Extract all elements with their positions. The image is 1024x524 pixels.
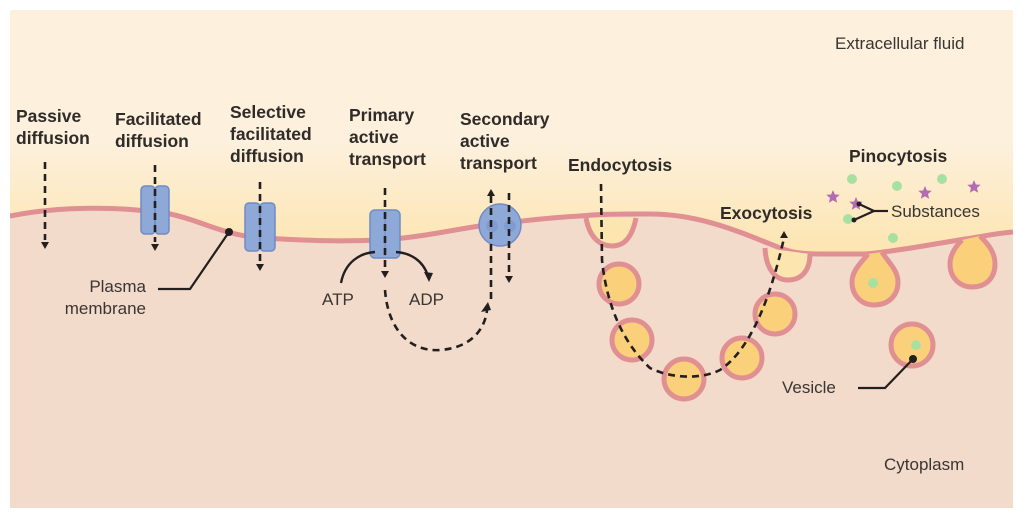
adp-label: ADP (409, 290, 444, 309)
substance-dot (937, 174, 947, 184)
atp-label: ATP (322, 290, 354, 309)
arrowhead-icon (780, 231, 788, 238)
substances-label: Substances (891, 202, 980, 221)
channel-protein-right (259, 202, 276, 252)
vesicle-label: Vesicle (782, 378, 836, 397)
vesicle (719, 335, 765, 381)
pinocytosis-label: Pinocytosis (849, 146, 948, 166)
exocytosis-label: Exocytosis (720, 203, 813, 223)
facilitated-diffusion-label: Facilitated diffusion (115, 109, 202, 151)
vesicle (661, 356, 707, 402)
extracellular-region (10, 10, 1013, 254)
channel-protein-right (154, 185, 170, 235)
cytoplasm-label: Cytoplasm (884, 455, 965, 474)
arrowhead-icon (41, 242, 49, 249)
extracellular-fluid-label: Extracellular fluid (835, 34, 965, 53)
arrowhead-icon (505, 276, 513, 283)
arrowhead-icon (256, 264, 264, 271)
atp-adp-curve (339, 250, 430, 284)
endocytosis-exocytosis-path (599, 183, 786, 378)
cotransporter-protein (478, 203, 522, 247)
substance-dot (892, 181, 902, 191)
substance-dot (847, 174, 857, 184)
arrowhead-icon (424, 272, 433, 282)
arrowhead-icon (487, 189, 495, 196)
substance-dot (843, 214, 853, 224)
substance-star-icon (826, 190, 840, 203)
selective-facilitated-diffusion-label: Selective facilitated diffusion (230, 102, 312, 166)
substance-star-icon (918, 186, 932, 199)
substance-dot (868, 278, 878, 288)
arrowhead-icon (151, 244, 159, 251)
binding-site (504, 220, 516, 232)
plasma-membrane-label: Plasma membrane (64, 277, 146, 318)
vesicle (609, 317, 655, 363)
arrowhead-icon (381, 271, 389, 278)
pointer-dot (909, 355, 917, 363)
endocytosis-label: Endocytosis (568, 155, 673, 175)
primary-active-transport-label: Primary active transport (349, 105, 426, 169)
channel-protein-left (140, 185, 156, 235)
arrowhead-icon (481, 302, 491, 312)
pointer-dot (225, 228, 233, 236)
plasma-membrane-pointer (158, 231, 230, 291)
secondary-active-transport-label: Secondary active transport (460, 109, 550, 173)
channel-protein-left (244, 202, 261, 252)
pointer-dot (856, 201, 862, 207)
exocytosis-pit (762, 247, 813, 283)
passive-diffusion-label: Passive diffusion (16, 106, 90, 148)
endocytosis-pit (583, 217, 639, 249)
pinocytosis-pit (947, 234, 998, 290)
pointer-dot (851, 217, 857, 223)
vesicle-pointer (858, 358, 914, 390)
substance-dot (911, 340, 921, 350)
substance-star-icon (849, 197, 863, 210)
substance-star-icon (967, 180, 981, 193)
substance-dot (888, 233, 898, 243)
coupling-arrow (383, 289, 489, 352)
